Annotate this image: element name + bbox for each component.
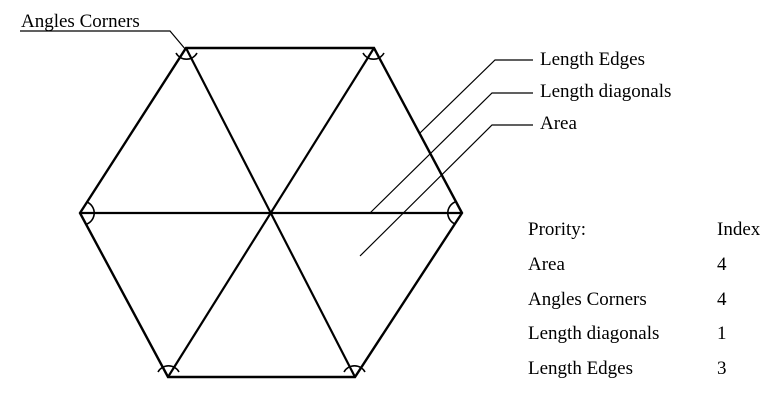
row-name: Length Edges bbox=[528, 358, 634, 380]
angle-arc-bottom-right bbox=[343, 365, 366, 373]
row-index: 4 bbox=[717, 253, 727, 275]
leader-length-edges bbox=[419, 59, 533, 134]
row-name: Area bbox=[528, 253, 565, 275]
leader-angles-corners bbox=[20, 30, 187, 51]
row-name: Length diagonals bbox=[528, 323, 660, 345]
leader-area bbox=[359, 124, 533, 257]
diagonal-ascending bbox=[167, 47, 375, 378]
table-row: Area 4 bbox=[528, 248, 778, 283]
angle-arc-left bbox=[86, 201, 95, 225]
angle-arc-top-left bbox=[175, 52, 198, 60]
angle-arc-top-right bbox=[362, 52, 385, 60]
label-angles-corners: Angles Corners bbox=[21, 11, 140, 32]
header-index: Index bbox=[717, 219, 761, 240]
priority-table: Prority: Index Area 4 Angles Corners 4 L… bbox=[528, 213, 778, 387]
row-index: 1 bbox=[717, 323, 727, 345]
hexagon-diagonals bbox=[80, 47, 462, 378]
leader-length-diagonals bbox=[369, 92, 533, 214]
table-row: Length diagonals 1 bbox=[528, 317, 778, 352]
table-row: Length Edges 3 bbox=[528, 352, 778, 387]
corner-angle-arcs bbox=[86, 52, 456, 373]
label-length-edges: Length Edges bbox=[540, 49, 645, 70]
priority-table-header: Prority: Index bbox=[528, 213, 778, 248]
row-index: 4 bbox=[717, 288, 727, 310]
row-name: Angles Corners bbox=[528, 288, 647, 310]
angle-arc-right bbox=[447, 201, 456, 225]
row-index: 3 bbox=[717, 358, 727, 380]
header-priority: Prority: bbox=[528, 219, 587, 240]
label-area: Area bbox=[540, 113, 577, 134]
angle-arc-bottom-left bbox=[157, 365, 180, 373]
label-length-diagonals: Length diagonals bbox=[540, 81, 671, 102]
table-row: Angles Corners 4 bbox=[528, 283, 778, 318]
leader-lines bbox=[20, 30, 533, 257]
